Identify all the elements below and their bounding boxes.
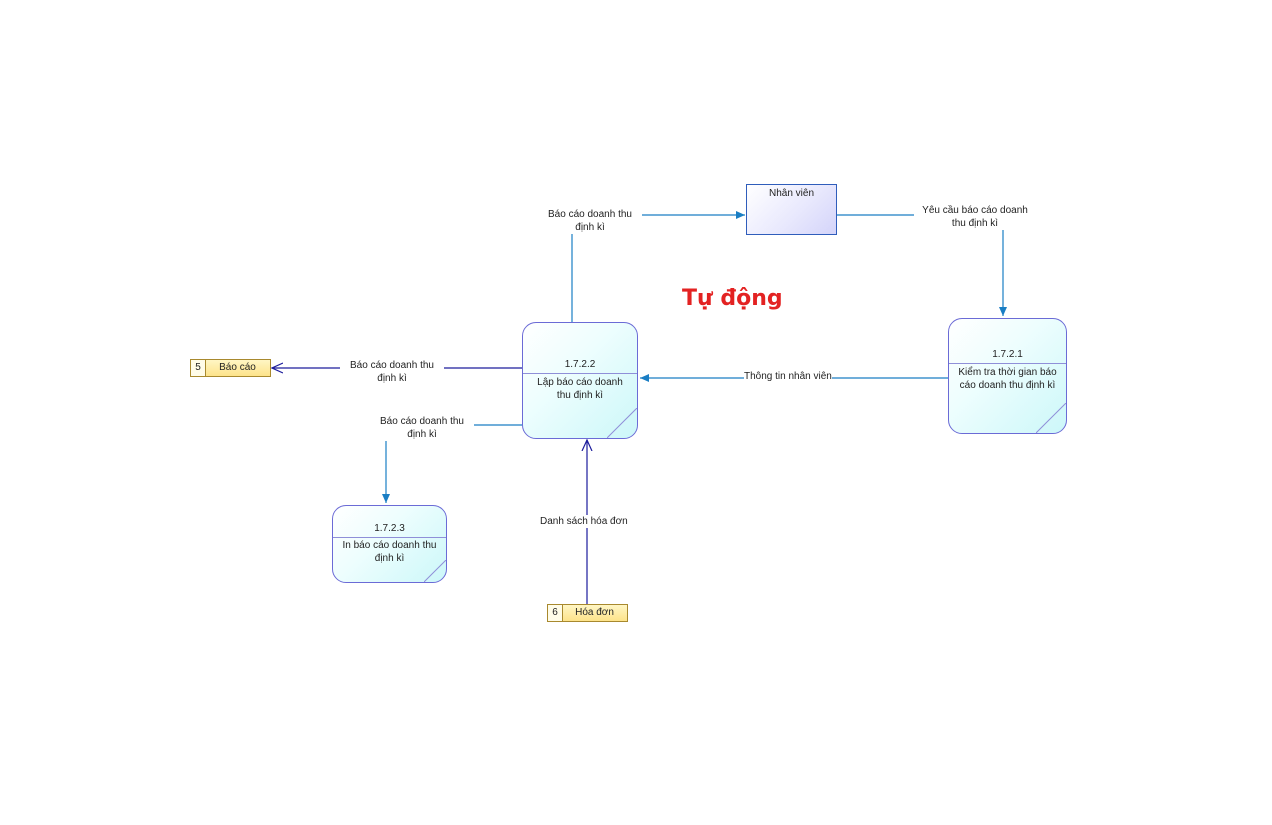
process-id: 1.7.2.2 bbox=[564, 359, 596, 370]
process-id: 1.7.2.3 bbox=[374, 523, 405, 534]
process-name: Lập báo cáo doanh thu định kì bbox=[537, 377, 623, 401]
external-entity-nhan-vien[interactable]: Nhân viên bbox=[746, 184, 837, 235]
data-store-label: Hóa đơn bbox=[575, 607, 614, 618]
flow-label-danh-sach-hoa-don: Danh sách hóa đơn bbox=[540, 515, 628, 528]
process-corner-mark bbox=[424, 560, 446, 582]
process-divider bbox=[333, 537, 446, 538]
data-store-label: Báo cáo bbox=[219, 362, 256, 373]
process-divider bbox=[523, 373, 637, 374]
process-name: Kiểm tra thời gian báo cáo doanh thu địn… bbox=[958, 367, 1057, 391]
process-id: 1.7.2.1 bbox=[992, 349, 1023, 360]
process-corner-mark bbox=[1036, 403, 1066, 433]
flow-label-to-nhan-vien: Báo cáo doanh thu định kì bbox=[538, 208, 642, 234]
process-1-7-2-3[interactable]: 1.7.2.3 In báo cáo doanh thu định kì bbox=[332, 505, 447, 583]
process-1-7-2-2[interactable]: 1.7.2.2 Lập báo cáo doanh thu định kì bbox=[522, 322, 638, 439]
external-entity-label: Nhân viên bbox=[768, 188, 815, 199]
flow-label-to-bao-cao: Báo cáo doanh thu định kì bbox=[340, 359, 444, 385]
flow-label-thong-tin-nhan-vien: Thông tin nhân viên bbox=[744, 370, 832, 383]
process-1-7-2-1[interactable]: 1.7.2.1 Kiểm tra thời gian báo cáo doanh… bbox=[948, 318, 1067, 434]
diagram-title: Tự động bbox=[682, 286, 783, 311]
data-store-bao-cao[interactable]: 5 Báo cáo bbox=[190, 359, 271, 377]
process-name: In báo cáo doanh thu định kì bbox=[342, 540, 437, 564]
data-store-number: 5 bbox=[191, 360, 206, 376]
process-corner-mark bbox=[607, 408, 637, 438]
flow-label-yeu-cau: Yêu cầu báo cáo doanh thu định kì bbox=[914, 204, 1036, 230]
flow-line-yeu-cau bbox=[837, 214, 1007, 316]
data-store-hoa-don[interactable]: 6 Hóa đơn bbox=[547, 604, 628, 622]
data-store-number: 6 bbox=[548, 605, 563, 621]
flow-label-to-in: Báo cáo doanh thu định kì bbox=[370, 415, 474, 441]
process-divider bbox=[949, 363, 1066, 364]
